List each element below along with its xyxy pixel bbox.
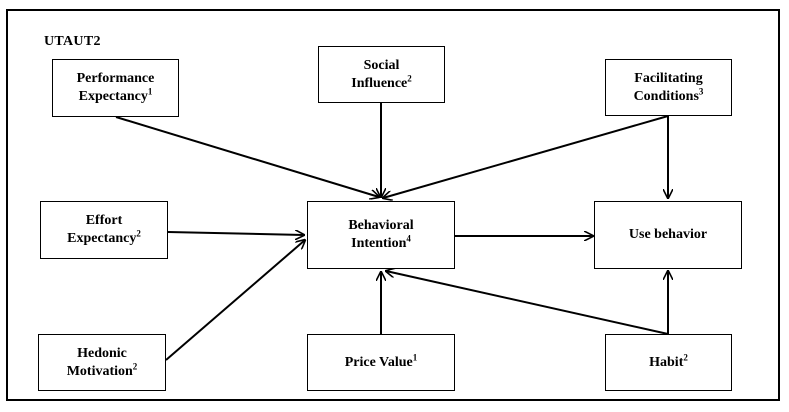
node-price-value: Price Value1 [307, 334, 455, 391]
node-habit: Habit2 [605, 334, 732, 391]
node-label: Motivation [66, 363, 133, 379]
node-superscript: 4 [406, 233, 411, 244]
node-label: Behavioral [348, 218, 414, 233]
node-use-behavior: Use behavior [594, 201, 742, 269]
arrow-hedonic-to-intention [165, 240, 305, 361]
diagram-title: UTAUT2 [44, 34, 101, 49]
node-superscript: 2 [132, 360, 138, 371]
node-superscript: 3 [698, 85, 704, 96]
node-label: Use behavior [628, 227, 708, 242]
arrow-performance-to-intention [115, 116, 379, 197]
node-superscript: 1 [412, 351, 418, 362]
arrow-facilitating-to-intention [383, 115, 669, 198]
arrow-effort-to-intention [167, 232, 304, 235]
node-label: Conditions [633, 88, 699, 104]
diagram-frame [6, 9, 780, 401]
node-label: Influence [351, 75, 408, 91]
node-superscript: 2 [136, 228, 141, 239]
node-label: Facilitating [634, 70, 703, 86]
arrow-habit-to-intention [386, 271, 669, 335]
node-label: Effort [85, 213, 123, 228]
node-label: Intention [351, 236, 407, 251]
node-superscript: 1 [147, 86, 153, 97]
node-label: Expectancy [67, 231, 137, 246]
node-label: Performance [76, 71, 155, 86]
node-label: Expectancy [78, 89, 148, 104]
node-label: Hedonic [77, 345, 127, 361]
node-superscript: 2 [683, 351, 688, 362]
node-superscript: 2 [407, 72, 412, 83]
node-label: Social [363, 57, 400, 73]
node-label: Habit [649, 354, 684, 370]
node-label: Price Value [344, 354, 413, 370]
